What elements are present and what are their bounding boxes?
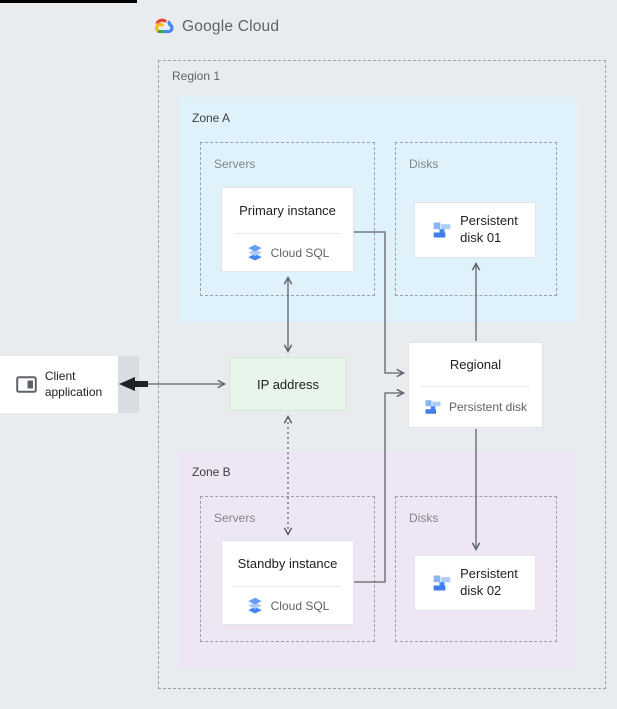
card-divider	[421, 386, 530, 387]
client-label-line1: Client	[44, 368, 76, 383]
google-cloud-logo: Google Cloud	[154, 16, 279, 37]
brand-text: Google Cloud	[182, 17, 280, 35]
client-label-line2: application	[44, 384, 103, 399]
regional-disk-subtitle: Persistent disk	[448, 400, 528, 414]
client-application-card: Client application	[0, 356, 118, 413]
standby-instance-card: Standby instance Cloud SQL	[221, 540, 354, 625]
disk-label-line1: Persistent	[460, 213, 518, 229]
primary-instance-card: Primary instance Cloud SQL	[221, 187, 354, 272]
primary-instance-product: Cloud SQL	[222, 234, 353, 271]
region-label: Region 1	[172, 69, 221, 83]
regional-disk-product: Persistent disk	[409, 387, 542, 427]
cloud-sql-icon	[247, 244, 262, 260]
region-container	[158, 60, 606, 689]
regional-disk-title: Regional	[449, 357, 502, 372]
standby-instance-title: Standby instance	[237, 556, 338, 571]
zone-b-servers-label: Servers	[214, 511, 256, 525]
disk-label-line2: disk 01	[460, 230, 502, 245]
persistent-disk-icon	[433, 222, 451, 238]
persistent-disk-02-label: Persistent disk 02	[460, 566, 518, 600]
card-divider	[234, 586, 341, 587]
card-divider	[234, 233, 341, 234]
zone-b-disks-label: Disks	[409, 511, 439, 525]
zone-a-servers-label: Servers	[214, 157, 256, 171]
zone-b-label: Zone B	[192, 465, 231, 479]
ip-address-box: IP address	[229, 357, 347, 411]
client-edge-block	[118, 356, 139, 413]
cloud-sql-icon	[247, 597, 262, 613]
cloud-sql-label: Cloud SQL	[270, 598, 330, 613]
primary-instance-title: Primary instance	[239, 203, 336, 218]
top-black-bar	[0, 0, 137, 3]
zone-a-label: Zone A	[192, 111, 231, 125]
persistent-disk-01-label: Persistent disk 01	[460, 213, 518, 247]
persistent-disk-icon	[425, 400, 441, 414]
persistent-disk-02-card: Persistent disk 02	[414, 555, 536, 611]
standby-instance-product: Cloud SQL	[222, 587, 353, 624]
regional-disk-card: Regional Persistent disk	[408, 342, 543, 428]
cloud-sql-label: Cloud SQL	[270, 245, 330, 260]
client-app-window-icon	[16, 376, 37, 393]
google-cloud-icon	[154, 18, 174, 34]
disk-label-line1: Persistent	[460, 566, 518, 582]
persistent-disk-icon	[433, 575, 451, 591]
zone-a-disks-label: Disks	[409, 157, 439, 171]
client-application-label: Client application	[45, 369, 102, 400]
persistent-disk-01-card: Persistent disk 01	[414, 202, 536, 258]
disk-label-line2: disk 02	[460, 583, 502, 598]
ip-address-label: IP address	[257, 376, 319, 392]
